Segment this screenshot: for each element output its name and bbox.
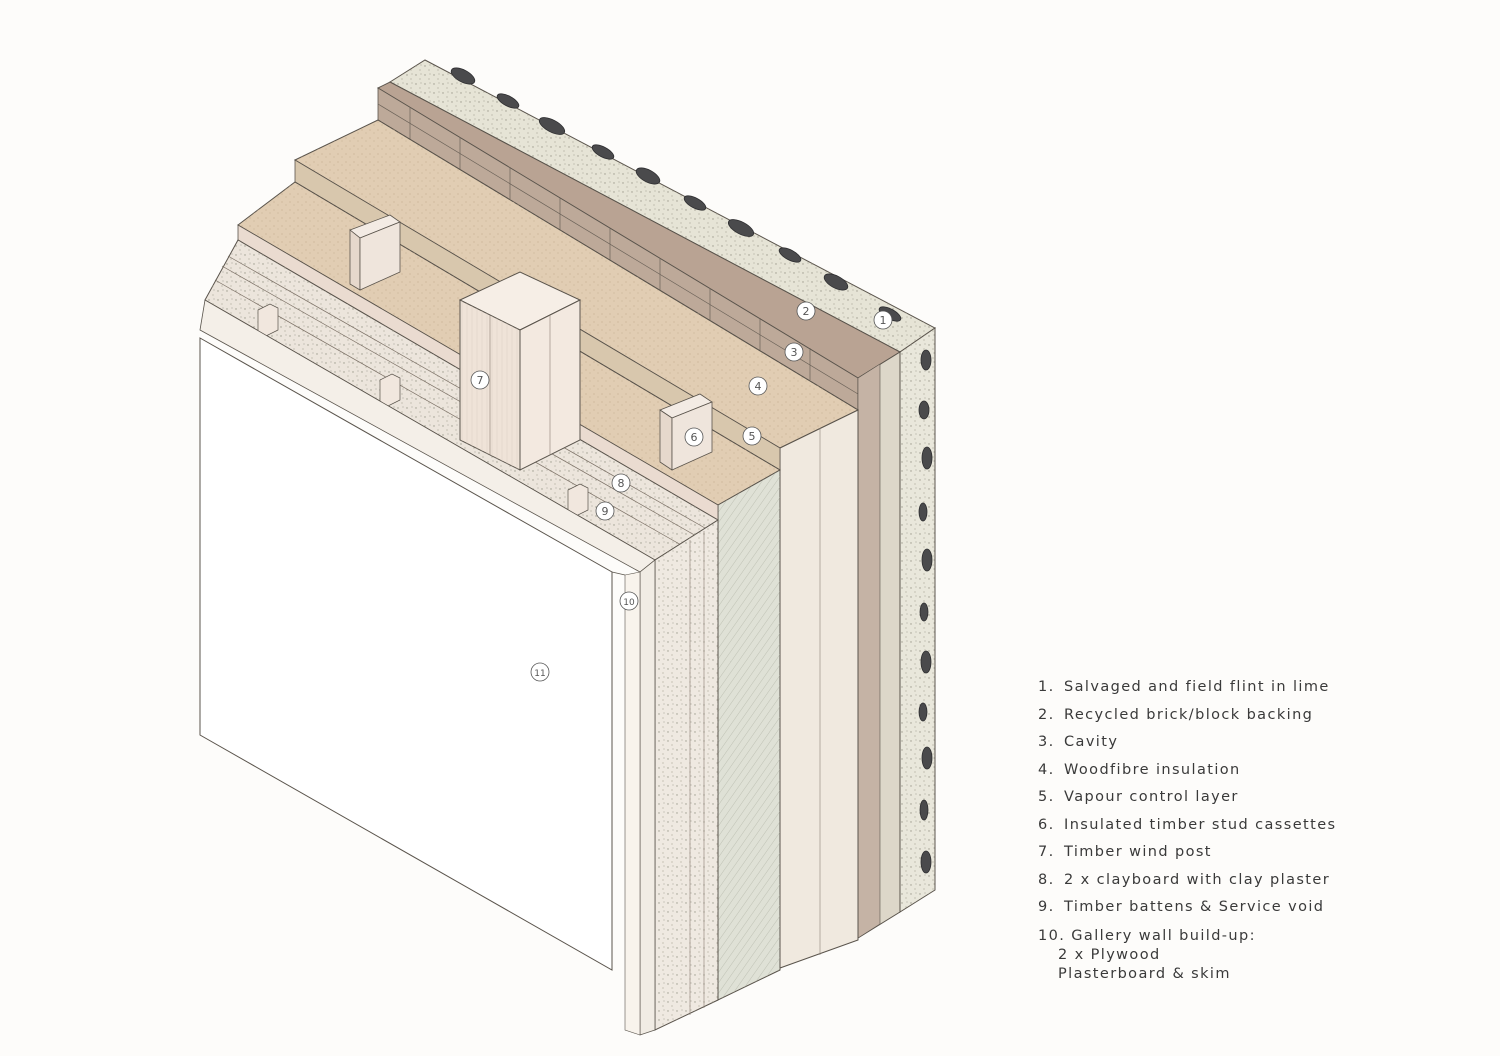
callout-2: 2 bbox=[796, 301, 816, 321]
svg-text:5: 5 bbox=[749, 430, 756, 443]
gallery-wall-board bbox=[199, 299, 656, 1036]
callout-11: 11 bbox=[530, 662, 550, 682]
brick-courses bbox=[377, 103, 859, 395]
callout-5: 5 bbox=[742, 426, 762, 446]
brick-backing bbox=[376, 81, 902, 939]
svg-text:9: 9 bbox=[602, 505, 609, 518]
callout-6: 6 bbox=[684, 427, 704, 447]
legend-item-3: 3. Cavity bbox=[1038, 734, 1119, 750]
callout-1: 1 bbox=[873, 310, 893, 330]
timber-wind-post bbox=[458, 271, 582, 471]
legend-item-10: 10. Gallery wall build-up: bbox=[1038, 927, 1256, 944]
callout-10: 10 bbox=[619, 591, 639, 611]
svg-text:1: 1 bbox=[880, 314, 887, 327]
callout-7: 7 bbox=[470, 370, 490, 390]
svg-text:4: 4 bbox=[755, 380, 762, 393]
timber-stud bbox=[349, 214, 401, 291]
svg-text:3: 3 bbox=[791, 346, 798, 359]
svg-text:2: 2 bbox=[803, 305, 810, 318]
legend-item-9: 9. Timber battens & Service void bbox=[1038, 899, 1325, 915]
callout-9: 9 bbox=[595, 501, 615, 521]
flint-wall bbox=[389, 59, 936, 913]
svg-text:8: 8 bbox=[618, 477, 625, 490]
legend-item-4: 4. Woodfibre insulation bbox=[1038, 761, 1241, 778]
legend: 1. Salvaged and field flint in lime 2. R… bbox=[1038, 674, 1478, 984]
legend-item-10-sub-2: Plasterboard & skim bbox=[1058, 965, 1231, 982]
legend-item-8: 8. 2 x clayboard with clay plaster bbox=[1038, 871, 1331, 888]
svg-text:7: 7 bbox=[477, 374, 484, 387]
legend-item-10-sub-1: 2 x Plywood bbox=[1058, 946, 1161, 963]
legend-item-6: 6. Insulated timber stud cassettes bbox=[1038, 816, 1337, 833]
flint-stones bbox=[450, 67, 933, 874]
callout-4: 4 bbox=[748, 376, 768, 396]
callout-8: 8 bbox=[611, 473, 631, 493]
callout-3: 3 bbox=[784, 342, 804, 362]
legend-item-7: 7. Timber wind post bbox=[1038, 844, 1212, 860]
svg-text:10: 10 bbox=[623, 598, 635, 608]
callouts: 1 2 3 4 5 6 7 8 9 10 11 bbox=[470, 301, 893, 682]
legend-item-2: 2. Recycled brick/block backing bbox=[1038, 706, 1314, 723]
svg-text:6: 6 bbox=[691, 431, 698, 444]
legend-item-5: 5. Vapour control layer bbox=[1038, 789, 1239, 805]
svg-text:11: 11 bbox=[534, 669, 545, 679]
legend-item-1: 1. Salvaged and field flint in lime bbox=[1038, 679, 1330, 695]
